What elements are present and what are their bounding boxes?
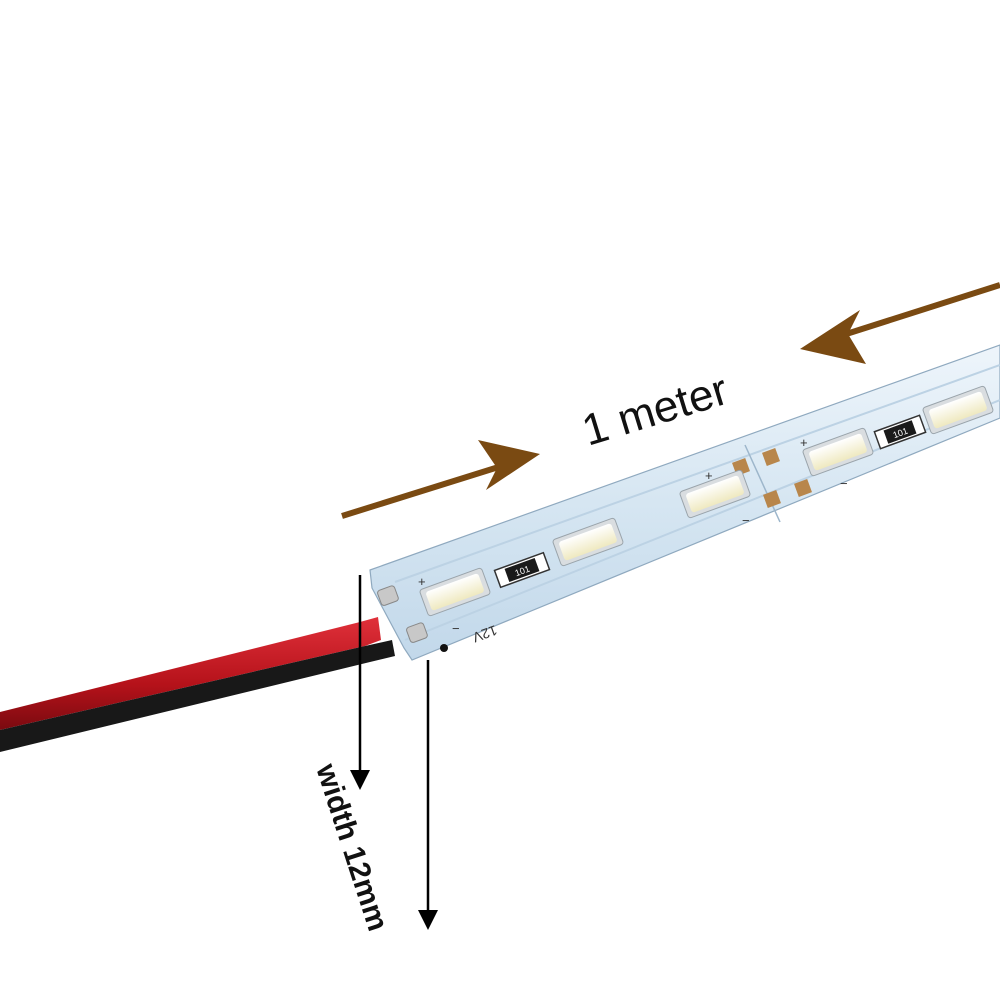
minus-marking: − <box>742 513 750 528</box>
resistor: 101 <box>493 551 551 589</box>
plus-marking: + <box>418 574 426 589</box>
length-arrow-right <box>800 282 1000 364</box>
plus-marking: + <box>705 468 713 483</box>
pcb-trace <box>394 364 1000 583</box>
length-arrow-left <box>341 440 540 519</box>
plus-marking: + <box>800 435 808 450</box>
led-chip <box>679 469 751 519</box>
led-chip <box>922 385 994 435</box>
cut-pad <box>763 490 781 508</box>
wire-pair <box>0 617 395 752</box>
resistor-code: 101 <box>892 426 910 441</box>
cut-pad <box>794 479 812 497</box>
led-chip <box>802 427 874 477</box>
minus-marking: − <box>840 476 848 491</box>
resistor-code: 101 <box>514 564 532 579</box>
led-chip <box>552 517 624 567</box>
cut-pad <box>762 448 780 466</box>
width-dimension <box>350 575 438 930</box>
resistor: 101 <box>873 414 927 450</box>
segment-cut-line <box>744 444 781 523</box>
red-wire <box>0 617 381 730</box>
solder-pad-plus <box>377 585 399 606</box>
width-label: width 12mm <box>309 759 394 935</box>
length-label: 1 meter <box>577 365 734 455</box>
led-strip: 101 101 + − 12V + − + − <box>369 344 1000 661</box>
polarity-dot <box>440 644 448 652</box>
led-chip <box>419 567 491 617</box>
minus-marking: − <box>452 621 460 636</box>
solder-pad-minus <box>406 622 428 643</box>
black-wire <box>0 640 395 752</box>
